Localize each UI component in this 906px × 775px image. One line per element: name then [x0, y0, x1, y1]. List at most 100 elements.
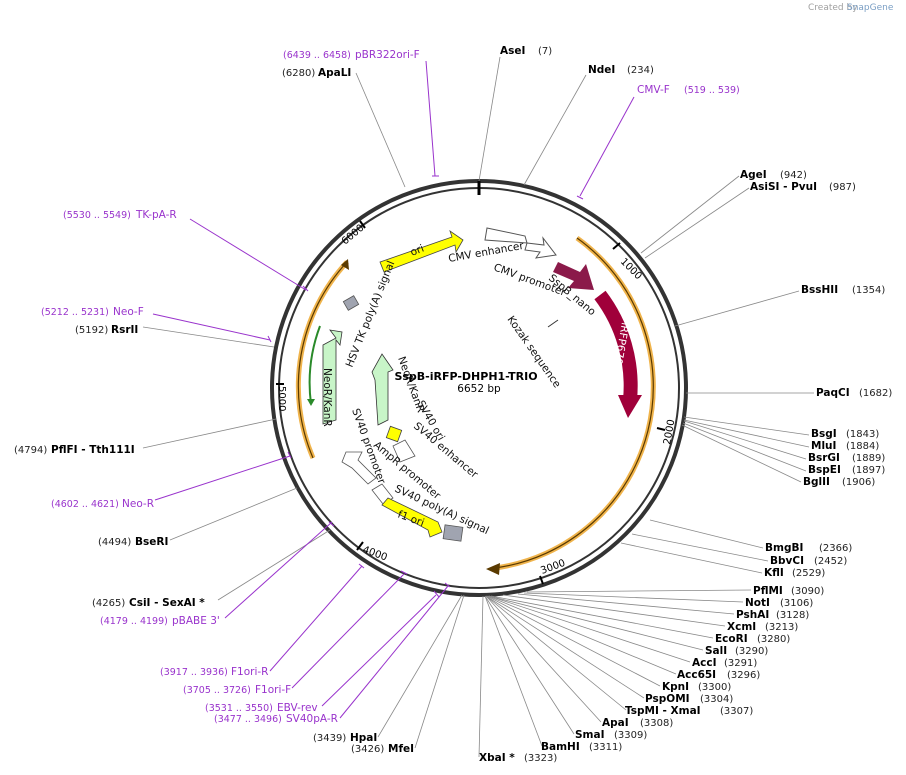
orf-arc-left-head	[341, 259, 349, 270]
enzyme-bseri-name[interactable]: BseRI	[135, 536, 168, 548]
enzyme-bsgi-pos: (1843)	[846, 429, 879, 440]
enzyme-ndei-name[interactable]: NdeI	[588, 64, 615, 76]
enzyme-ecori-name[interactable]: EcoRI	[715, 633, 748, 645]
enzyme-labels: AseI (7) NdeI (234) AgeI (942) AsiSI - P…	[14, 45, 892, 764]
primer-pbabe-3-name[interactable]: pBABE 3'	[172, 615, 220, 627]
sspb-nano-feature[interactable]	[553, 262, 594, 290]
f1-ori-feature[interactable]	[381, 497, 443, 538]
enzyme-pshai-name[interactable]: PshAI	[736, 609, 769, 621]
enzyme-hpai-pos: (3439)	[313, 733, 346, 744]
enzyme-rsrii-name[interactable]: RsrII	[111, 324, 138, 336]
primer-sv40pa-r-range: (3477 .. 3496)	[214, 714, 282, 725]
enzyme-bsshii-pos: (1354)	[852, 285, 885, 296]
enzyme-acc65i-name[interactable]: Acc65I	[677, 669, 716, 681]
enzyme-noti-pos: (3106)	[780, 598, 813, 609]
primer-f1ori-f-name[interactable]: F1ori-F	[255, 684, 291, 696]
ori-label: ori	[409, 243, 426, 259]
brand-text: SnapGene	[847, 3, 894, 13]
primer-f1ori-f-range: (3705 .. 3726)	[183, 685, 251, 696]
orf-arc-right-head	[486, 563, 500, 575]
enzyme-paqci-name[interactable]: PaqCI	[816, 387, 850, 399]
orf-arc-left-core	[297, 261, 348, 459]
enzyme-agei-name[interactable]: AgeI	[740, 169, 767, 181]
enzyme-bglii-pos: (1906)	[842, 477, 875, 488]
enzyme-apai-name[interactable]: ApaI	[602, 717, 629, 729]
enzyme-sali-name[interactable]: SalI	[705, 645, 727, 657]
enzyme-mlui-name[interactable]: MluI	[811, 440, 836, 452]
enzyme-psp0mi-name[interactable]: PspOMI	[645, 693, 690, 705]
enzyme-pflmi-name[interactable]: PflMI	[753, 585, 783, 597]
green-primer-arc	[308, 325, 321, 405]
enzyme-csii-sexai-pos: (4265)	[92, 598, 125, 609]
sv40-enhancer-feature[interactable]	[392, 439, 416, 463]
enzyme-asisi-pvui-pos: (987)	[829, 182, 856, 193]
primer-f1ori-r-range: (3917 .. 3936)	[160, 667, 228, 678]
enzyme-asei-name[interactable]: AseI	[500, 45, 525, 57]
sv40-promoter-feature[interactable]	[341, 451, 377, 485]
enzyme-xbai-name[interactable]: XbaI *	[479, 752, 515, 764]
enzyme-asei-pos: (7)	[538, 46, 552, 57]
enzyme-kfli-pos: (2529)	[792, 568, 825, 579]
hsv-tk-polya-feature[interactable]	[342, 295, 360, 311]
enzyme-tspmi-xmai-name[interactable]: TspMI - XmaI	[625, 705, 701, 717]
credit-text: Created by	[808, 3, 858, 13]
enzyme-apali-pos: (6280)	[282, 68, 315, 79]
primer-pbr322ori-f-name[interactable]: pBR322ori-F	[355, 49, 420, 61]
plasmid-size: 6652 bp	[457, 383, 501, 395]
primer-tk-pa-r-range: (5530 .. 5549)	[63, 210, 131, 221]
enzyme-pflfi-tth111i-name[interactable]: PflFI - Tth111I	[51, 444, 135, 456]
enzyme-kfli-name[interactable]: KflI	[764, 567, 784, 579]
enzyme-asisi-pvui-name[interactable]: AsiSI - PvuI	[750, 181, 817, 193]
f1-ori-label: f1 ori	[396, 509, 426, 530]
enzyme-noti-name[interactable]: NotI	[745, 597, 770, 609]
primer-neo-r-name[interactable]: Neo-R	[122, 498, 154, 510]
enzyme-mfei-name[interactable]: MfeI	[388, 743, 414, 755]
primer-tk-pa-r-name[interactable]: TK-pA-R	[135, 209, 177, 221]
enzyme-acc65i-pos: (3296)	[727, 670, 760, 681]
enzyme-acci-pos: (3291)	[724, 658, 757, 669]
primer-cmv-f-name[interactable]: CMV-F	[637, 84, 670, 96]
enzyme-bmgbi-name[interactable]: BmgBI	[765, 542, 803, 554]
enzyme-bglii-name[interactable]: BglII	[803, 476, 830, 488]
cmv-promoter-feature[interactable]	[524, 236, 557, 259]
primer-neo-f-name[interactable]: Neo-F	[113, 306, 144, 318]
enzyme-bamhi-name[interactable]: BamHI	[541, 741, 580, 753]
enzyme-rsrii-pos: (5192)	[75, 325, 108, 336]
enzyme-bspei-name[interactable]: BspEI	[808, 464, 841, 476]
enzyme-kpni-name[interactable]: KpnI	[662, 681, 689, 693]
neor-outer-label: NeoR/KanR	[321, 368, 333, 427]
enzyme-acci-name[interactable]: AccI	[692, 657, 716, 669]
sv40-ori-feature[interactable]	[385, 425, 403, 443]
irfp670-feature[interactable]	[594, 290, 638, 401]
enzyme-pflfi-tth111i-pos: (4794)	[14, 445, 47, 456]
enzyme-leader-lines	[142, 56, 814, 758]
enzyme-hpai-name[interactable]: HpaI	[350, 732, 377, 744]
sv40-polya-feature[interactable]	[442, 524, 464, 542]
tick-label-5000: 5000	[276, 386, 287, 411]
enzyme-bsshii-name[interactable]: BssHII	[801, 284, 838, 296]
primer-sv40pa-r-name[interactable]: SV40pA-R	[286, 713, 338, 725]
ori-feature[interactable]	[379, 229, 464, 273]
enzyme-kpni-pos: (3300)	[698, 682, 731, 693]
enzyme-bamhi-pos: (3311)	[589, 742, 622, 753]
enzyme-xcmi-name[interactable]: XcmI	[727, 621, 756, 633]
primer-ebv-rev-name[interactable]: EBV-rev	[277, 702, 318, 714]
primer-neo-r-range: (4602 .. 4621)	[51, 499, 119, 510]
enzyme-bsrgi-name[interactable]: BsrGI	[808, 452, 840, 464]
enzyme-apali-name[interactable]: ApaLI	[318, 67, 351, 79]
enzyme-ndei-pos: (234)	[627, 65, 654, 76]
neor-kanr-outer-feature[interactable]	[322, 329, 343, 425]
neor-kanr-inner-feature[interactable]	[371, 353, 394, 426]
enzyme-mfei-pos: (3426)	[351, 744, 384, 755]
enzyme-bbvci-name[interactable]: BbvCI	[770, 555, 804, 567]
enzyme-tspmi-xmai-pos: (3307)	[720, 706, 753, 717]
enzyme-pflmi-pos: (3090)	[791, 586, 824, 597]
enzyme-bspei-pos: (1897)	[852, 465, 885, 476]
enzyme-mlui-pos: (1884)	[846, 441, 879, 452]
enzyme-csii-sexai-name[interactable]: CsiI - SexAI *	[129, 597, 205, 609]
primer-f1ori-r-name[interactable]: F1ori-R	[231, 666, 268, 678]
sv40-enhancer-label: SV40 enhancer	[411, 420, 480, 481]
enzyme-smai-name[interactable]: SmaI	[575, 729, 605, 741]
enzyme-bsgi-name[interactable]: BsgI	[811, 428, 837, 440]
